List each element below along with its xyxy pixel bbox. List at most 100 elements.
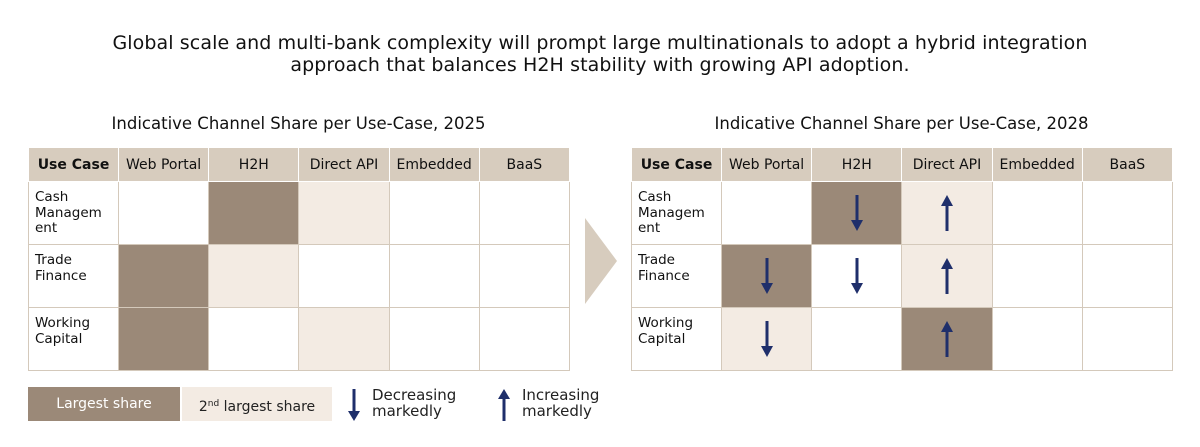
share-cell <box>720 307 813 371</box>
share-cell <box>1081 244 1173 308</box>
share-cell <box>208 307 300 371</box>
row-label-line: Capital <box>638 330 686 347</box>
share-cell <box>811 181 903 245</box>
share-cell <box>901 181 993 245</box>
share-cell <box>1081 307 1173 371</box>
headline-line-2: approach that balances H2H stability wit… <box>290 54 910 76</box>
share-cell <box>901 244 993 308</box>
column-header-h2h: H2H <box>811 147 903 182</box>
share-cell <box>478 244 570 308</box>
share-cell <box>208 181 300 245</box>
share-cell <box>388 181 480 245</box>
arrow-up-icon <box>940 258 953 294</box>
row-label-line: Finance <box>35 267 87 284</box>
column-header-use-case: Use Case <box>28 147 119 182</box>
legend-increasing-line-1: Increasing <box>522 386 600 404</box>
legend-increasing: Increasing markedly <box>496 387 626 421</box>
share-cell <box>117 307 210 371</box>
share-cell <box>208 244 300 308</box>
panel-title-2028: Indicative Channel Share per Use-Case, 2… <box>714 114 1089 133</box>
row-label-line: Managem <box>35 204 102 221</box>
arrow-down-icon <box>760 321 773 357</box>
legend-largest-share: Largest share <box>28 387 180 421</box>
column-header-direct-api: Direct API <box>298 147 390 182</box>
share-cell <box>388 307 480 371</box>
row-label-line: ent <box>35 220 58 236</box>
column-header-baas: BaaS <box>478 147 570 182</box>
share-cell <box>298 181 390 245</box>
share-cell <box>117 181 210 245</box>
row-label-line: Trade <box>35 252 72 268</box>
share-cell <box>811 244 903 308</box>
legend-second-sup: nd <box>207 399 220 409</box>
legend-decreasing-line-2: markedly <box>372 402 442 420</box>
column-header-h2h: H2H <box>208 147 300 182</box>
arrow-up-icon <box>940 195 953 231</box>
panel-2025: Indicative Channel Share per Use-Case, 2… <box>28 111 570 371</box>
arrow-down-icon <box>850 195 863 231</box>
row-label-line: Managem <box>638 204 705 221</box>
share-cell <box>991 244 1083 308</box>
row-label-line: Trade <box>638 252 675 268</box>
panel-title-2025: Indicative Channel Share per Use-Case, 2… <box>111 114 486 133</box>
headline: Global scale and multi-bank complexity w… <box>0 32 1200 76</box>
share-cell <box>991 181 1083 245</box>
legend-increasing-line-2: markedly <box>522 402 592 420</box>
legend-increasing-label: Increasing markedly <box>522 387 599 419</box>
row-label-line: Finance <box>638 267 690 284</box>
legend-decreasing: Decreasing markedly <box>346 387 476 421</box>
legend-second-suffix: largest share <box>219 399 316 415</box>
column-header-embedded: Embedded <box>991 147 1083 182</box>
share-cell <box>298 307 390 371</box>
column-header-use-case: Use Case <box>631 147 722 182</box>
legend-second-prefix: 2 <box>198 399 208 415</box>
share-cell <box>117 244 210 308</box>
headline-line-1: Global scale and multi-bank complexity w… <box>112 32 1088 54</box>
panel-2028: Indicative Channel Share per Use-Case, 2… <box>631 111 1173 371</box>
arrow-down-icon <box>760 258 773 294</box>
legend-decreasing-line-1: Decreasing <box>372 386 457 404</box>
row-label-line: Working <box>638 315 694 331</box>
arrow-up-icon <box>940 321 953 357</box>
legend-second-share: 2nd largest share <box>182 387 332 421</box>
arrow-down-icon <box>850 258 863 294</box>
arrow-up-icon <box>498 389 510 421</box>
row-label-line: ent <box>638 220 661 236</box>
share-cell <box>1081 181 1173 245</box>
column-header-web-portal: Web Portal <box>117 147 210 182</box>
legend-decreasing-label: Decreasing markedly <box>372 387 456 419</box>
share-cell <box>298 244 390 308</box>
row-label-line: Cash <box>35 189 69 205</box>
share-cell <box>901 307 993 371</box>
share-cell <box>720 181 813 245</box>
share-cell <box>478 307 570 371</box>
arrow-down-icon <box>348 389 360 421</box>
row-label-line: Working <box>35 315 91 331</box>
share-cell <box>478 181 570 245</box>
row-label-line: Cash <box>638 189 672 205</box>
column-header-web-portal: Web Portal <box>720 147 813 182</box>
chevron-right-icon <box>585 218 617 304</box>
row-label-line: Capital <box>35 330 83 347</box>
share-cell <box>720 244 813 308</box>
column-header-baas: BaaS <box>1081 147 1173 182</box>
share-cell <box>811 307 903 371</box>
column-header-embedded: Embedded <box>388 147 480 182</box>
share-cell <box>991 307 1083 371</box>
share-cell <box>388 244 480 308</box>
